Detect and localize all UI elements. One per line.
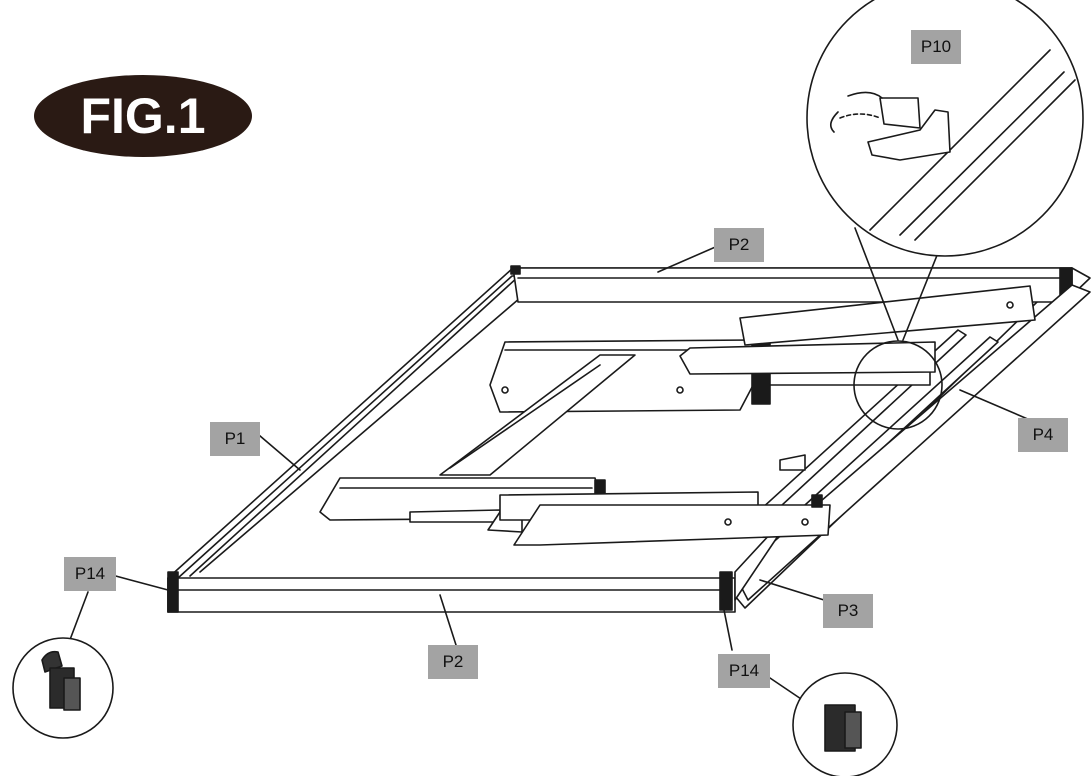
label-p14-left: P14 bbox=[64, 557, 116, 591]
label-p10: P10 bbox=[911, 30, 961, 64]
label-p3: P3 bbox=[823, 594, 873, 628]
label-p2-top: P2 bbox=[714, 228, 764, 262]
rail-p2-bottom bbox=[167, 577, 736, 613]
figure-badge: FIG.1 bbox=[34, 75, 252, 157]
label-p1: P1 bbox=[210, 422, 260, 456]
label-p4: P4 bbox=[1018, 418, 1068, 452]
label-p2-bottom: P2 bbox=[428, 645, 478, 679]
label-p14-right: P14 bbox=[718, 654, 770, 688]
